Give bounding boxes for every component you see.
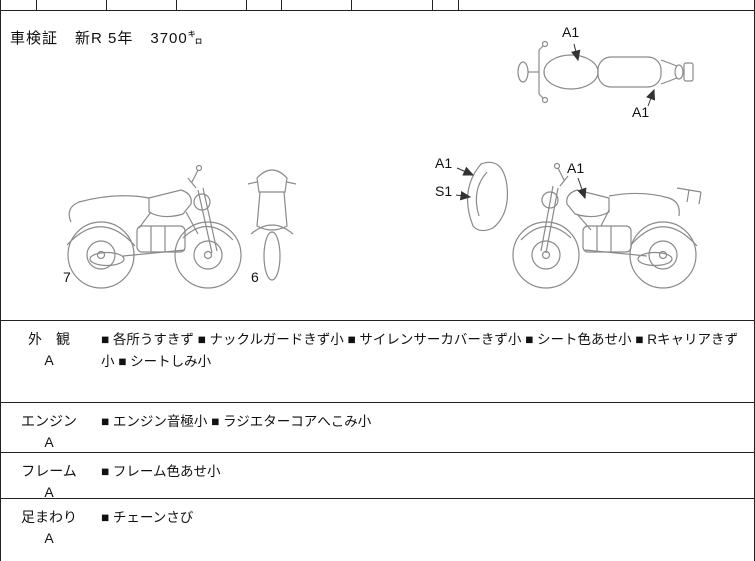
column-tick — [106, 0, 107, 11]
table-row-undercarriage: 足まわり A ■ チェーンさび — [1, 498, 754, 561]
motorcycle-diagram-canvas — [66, 40, 702, 289]
top-table-remnant — [1, 0, 754, 11]
category-label: フレーム — [21, 463, 77, 479]
comments-cell: ■ 各所うすきず ■ ナックルガードきず小 ■ サイレンサーカバーきず小 ■ シ… — [101, 332, 738, 369]
motorcycle-right-side-drawing — [512, 162, 702, 289]
condition-table: 外 観 A ■ 各所うすきず ■ ナックルガードきず小 ■ サイレンサーカバーき… — [1, 320, 754, 561]
grade-label: A — [44, 352, 54, 368]
grade-label: A — [44, 484, 54, 500]
column-tick — [36, 0, 37, 11]
category-label: 外 観 — [28, 331, 70, 347]
category-label: エンジン — [21, 413, 77, 429]
motorcycle-top-view-drawing — [517, 40, 694, 104]
view-number-rear: 7 — [63, 269, 71, 285]
damage-label-screen: S1 — [435, 183, 453, 199]
column-tick — [458, 0, 459, 11]
damage-label-topview-seat: A1 — [632, 104, 650, 120]
column-tick — [432, 0, 433, 11]
comments-cell: ■ チェーンさび — [101, 510, 194, 525]
front-cowl-drawing — [467, 161, 509, 232]
table-row-exterior: 外 観 A ■ 各所うすきず ■ ナックルガードきず小 ■ サイレンサーカバーき… — [1, 320, 754, 402]
motorcycle-left-side-drawing — [66, 164, 242, 289]
column-tick — [351, 0, 352, 11]
inspection-term: 新R 5年 — [75, 30, 134, 47]
damage-arrows — [455, 43, 656, 201]
grade-label: A — [44, 434, 54, 450]
comments-cell: ■ エンジン音極小 ■ ラジエターコアへこみ小 — [101, 414, 372, 429]
motorcycle-front-view-drawing — [247, 169, 297, 281]
category-cell: 外 観 A — [1, 321, 97, 402]
damage-label-cowl: A1 — [435, 155, 453, 171]
damage-label-topview-tank: A1 — [562, 24, 580, 40]
column-tick — [246, 0, 247, 11]
inspection-label: 車検証 — [10, 30, 59, 47]
table-row-engine: エンジン A ■ エンジン音極小 ■ ラジエターコアへこみ小 — [1, 402, 754, 452]
table-row-frame: フレーム A ■ フレーム色あせ小 — [1, 452, 754, 500]
vehicle-info-line: 車検証 新R 5年 3700㌔ — [10, 27, 204, 48]
grade-label: A — [44, 530, 54, 546]
category-cell: フレーム A — [1, 453, 97, 500]
category-label: 足まわり — [21, 509, 77, 525]
column-tick — [281, 0, 282, 11]
comments-cell: ■ フレーム色あせ小 — [101, 464, 221, 479]
category-cell: 足まわり A — [1, 499, 97, 561]
mileage-value: 3700㌔ — [150, 30, 204, 47]
damage-label-tank: A1 — [567, 160, 585, 176]
category-cell: エンジン A — [1, 403, 97, 452]
view-number-front: 6 — [251, 269, 259, 285]
column-tick — [176, 0, 177, 11]
